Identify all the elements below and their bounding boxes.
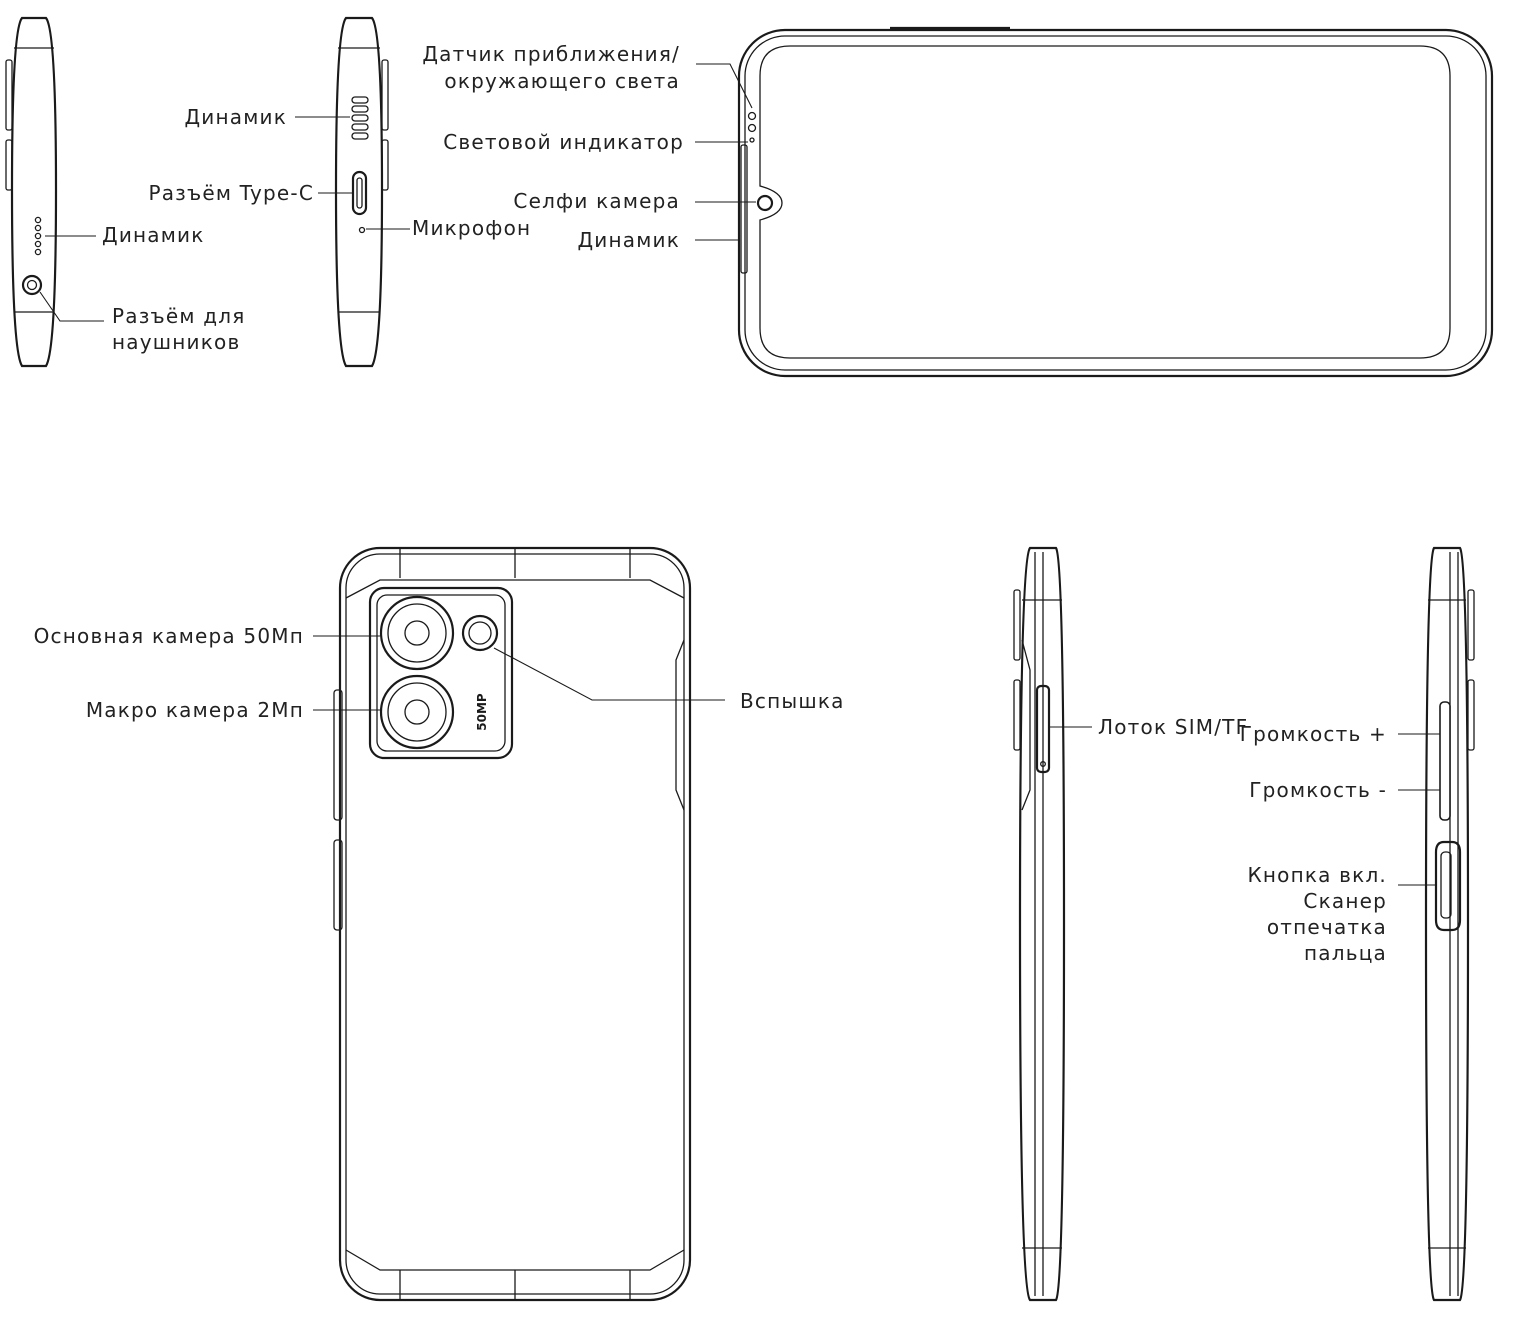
label-power-line3: отпечатка [1266,915,1387,939]
back-view: 50MP [313,546,725,1302]
selfie-camera-lens [756,194,774,212]
label-power-line4: пальца [1304,941,1387,965]
label-proximity-line1: Датчик приближения/ [422,42,680,66]
label-macro-camera: Макро камера 2Мп [85,698,304,722]
label-volume-down: Громкость - [1249,778,1387,802]
label-type-c: Разъём Type-C [148,181,314,205]
camera-badge-text: 50MP [475,693,489,731]
label-flash: Вспышка [740,689,845,713]
label-selfie-camera: Селфи камера [513,189,680,213]
label-main-camera: Основная камера 50Мп [33,624,304,648]
edge-view-bottom [295,16,410,368]
label-volume-up: Громкость + [1239,722,1387,746]
label-speaker-left-edge: Динамик [102,223,205,247]
label-microphone: Микрофон [412,216,532,240]
side-view-buttons [1398,546,1475,1302]
label-sim-tray: Лоток SIM/TF [1098,715,1249,739]
camera-module: 50MP [368,586,514,760]
label-headphone-line2: наушников [112,330,241,354]
label-headphone-line1: Разъём для [112,304,246,328]
speaker-holes-left [34,216,42,256]
microphone-hole [358,226,366,234]
label-speaker-front: Динамик [577,228,680,252]
edge-view-left [5,16,104,368]
headphone-jack [21,274,43,296]
label-led-indicator: Световой индикатор [443,130,684,154]
power-button [1434,840,1462,932]
label-proximity-line2: окружающего света [444,69,680,93]
front-view [695,26,1494,378]
volume-rocker [1439,701,1451,821]
type-c-port [351,170,368,216]
sim-tray-slot [1035,684,1051,774]
label-power-line1: Кнопка вкл. [1247,863,1387,887]
speaker-slots-bottom [351,96,369,140]
label-power-line2: Сканер [1303,889,1387,913]
side-view-sim [1013,546,1092,1302]
label-speaker-top-edge: Динамик [184,105,287,129]
